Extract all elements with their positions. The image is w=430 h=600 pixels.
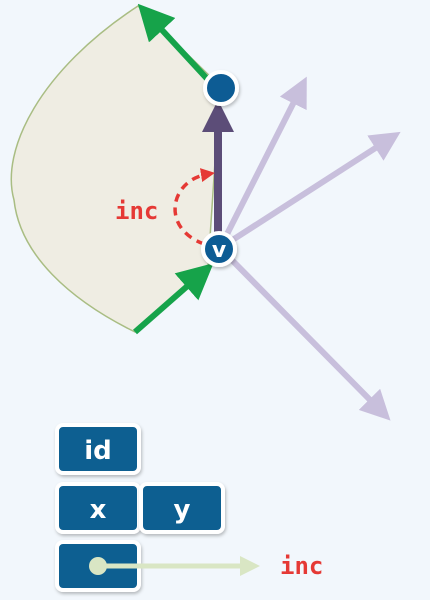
- outgoing-edge: [218, 131, 401, 251]
- upper-vertex: [203, 70, 239, 106]
- outgoing-edge: [217, 76, 307, 250]
- incident-label: inc: [115, 197, 158, 225]
- incident-arc: [173, 168, 215, 246]
- face-region: [10, 5, 221, 333]
- pointer-dot: [89, 557, 107, 575]
- record-y-box: [139, 482, 225, 534]
- green-edge-upper: [137, 3, 213, 85]
- record-id-box: [55, 423, 141, 475]
- record-x-label: x: [90, 495, 107, 525]
- record-y-label: y: [174, 495, 191, 525]
- vertex-v-label: v: [212, 238, 227, 263]
- vertex-record: id x y: [55, 423, 225, 592]
- outgoing-edge: [217, 245, 391, 421]
- pointer-label: inc: [280, 552, 323, 580]
- vertex-v: [201, 231, 237, 267]
- green-edge-lower: [133, 263, 214, 335]
- record-id-label: id: [84, 436, 112, 466]
